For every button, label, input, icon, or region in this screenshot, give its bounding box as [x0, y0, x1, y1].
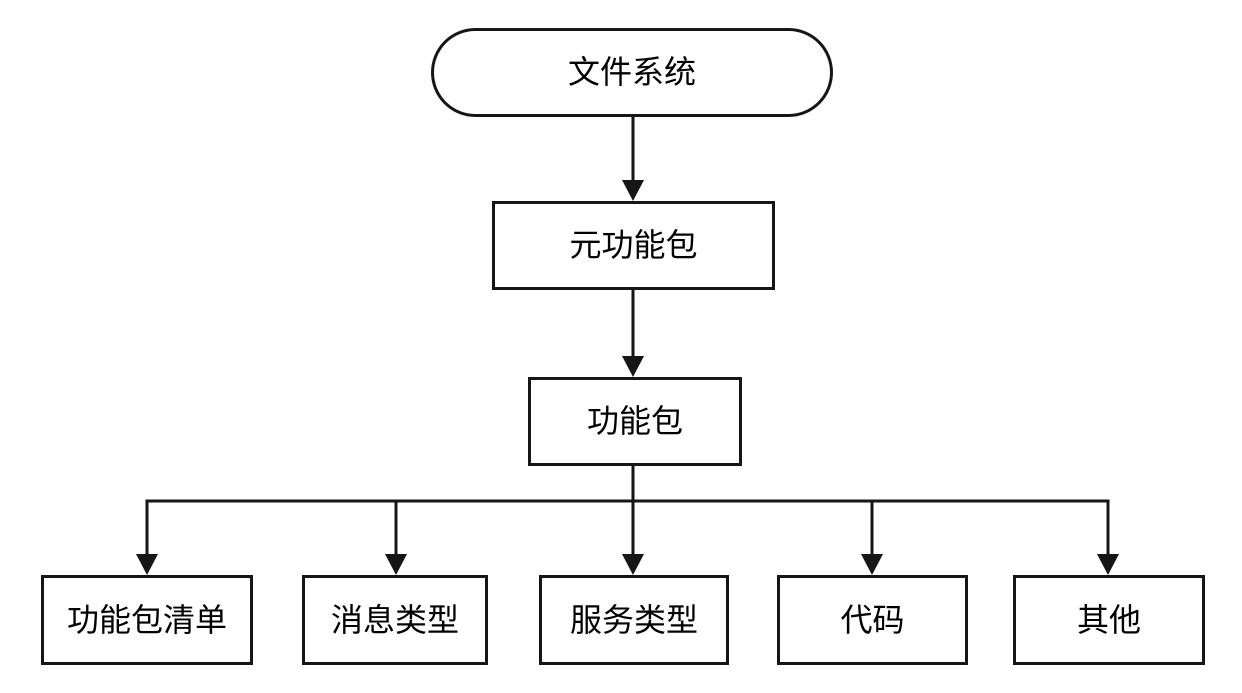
node-code-label: 代码 — [840, 601, 905, 638]
node-message-type: 消息类型 — [302, 575, 488, 665]
node-meta-package: 元功能包 — [492, 201, 775, 290]
node-package: 功能包 — [528, 377, 742, 466]
arrowhead-package — [622, 356, 644, 377]
arrowhead-other — [1097, 554, 1119, 575]
node-message-type-label: 消息类型 — [330, 601, 459, 638]
node-package-label: 功能包 — [586, 403, 683, 440]
node-code: 代码 — [777, 575, 968, 665]
node-service-type-label: 服务类型 — [569, 601, 698, 638]
node-other-label: 其他 — [1076, 601, 1141, 638]
node-meta-package-label: 元功能包 — [569, 227, 698, 264]
arrowhead-service-type — [622, 554, 644, 575]
node-other: 其他 — [1013, 575, 1205, 665]
node-file-system: 文件系统 — [431, 28, 833, 117]
node-file-system-label: 文件系统 — [567, 54, 696, 91]
arrowhead-package-manifest — [136, 554, 158, 575]
arrowhead-message-type — [385, 554, 407, 575]
node-package-manifest: 功能包清单 — [41, 575, 253, 665]
arrowhead-meta-package — [622, 180, 644, 201]
arrowhead-code — [861, 554, 883, 575]
node-service-type: 服务类型 — [539, 575, 729, 665]
node-package-manifest-label: 功能包清单 — [66, 601, 227, 638]
